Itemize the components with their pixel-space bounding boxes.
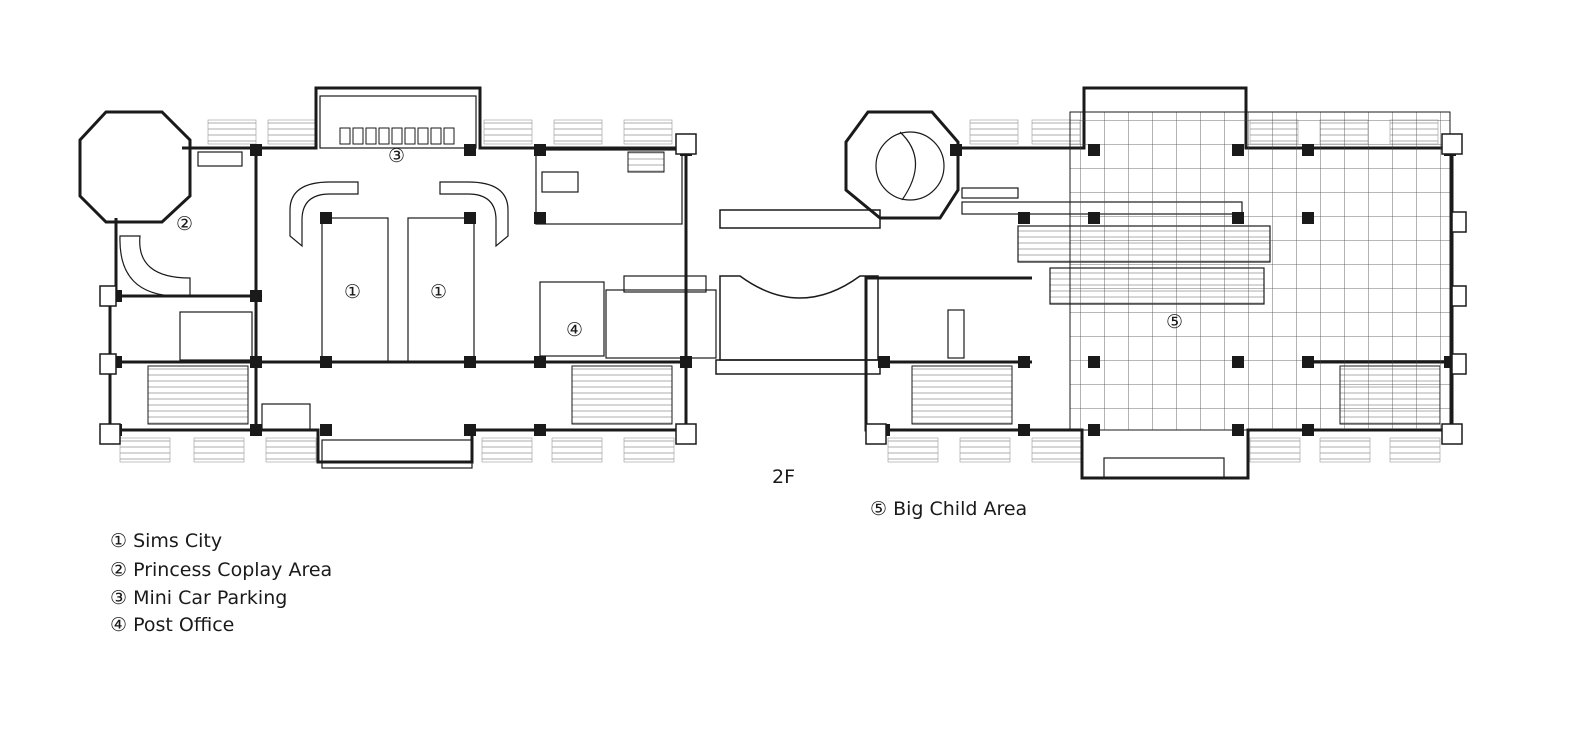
legend-item-mini-car-parking: ③ Mini Car Parking [110,587,288,609]
floor-label: 2F [772,466,796,488]
parking-bays [339,127,455,145]
marker-sims-city-a: ① [344,281,361,303]
facade-railings [119,119,1441,463]
marker-princess-coplay: ② [176,213,193,235]
connecting-bridges [715,209,881,375]
marker-big-child-area: ⑤ [1166,311,1183,333]
stairs [147,151,673,425]
big-child-grid [1069,111,1451,431]
columns [110,144,692,436]
marker-sims-city-b: ① [430,281,447,303]
legend-item-sims-city: ① Sims City [110,530,223,552]
legend-item-post-office: ④ Post Office [110,614,235,636]
marker-post-office: ④ [566,319,583,341]
left-building-inner [119,95,717,469]
legend-item-big-child-area: ⑤ Big Child Area [870,498,1028,520]
legend-item-princess-coplay: ② Princess Coplay Area [110,559,333,581]
pilasters [99,133,1467,445]
marker-mini-car-parking: ③ [388,145,405,167]
